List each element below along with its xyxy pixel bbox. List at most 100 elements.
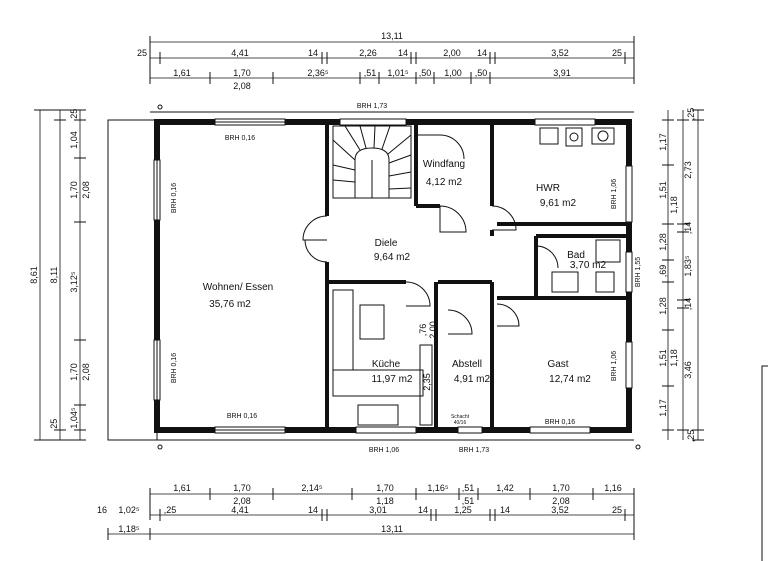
brh-label: BRH 0,16 [545,419,575,426]
adjacent-sheet-edge [761,365,768,561]
window [355,426,417,434]
dim-right-inner: 1,18 [669,349,679,367]
window [625,251,633,293]
dim-bot3: 1,25 [454,505,472,515]
dim-right-outer: ,25 [686,430,696,443]
doors [302,134,559,335]
dim-door: ,76 [418,324,428,337]
dim-top3: 1,01⁵ [387,68,409,78]
dim-left-inner: 1,70 [69,363,79,381]
dim-bot1: 1,42 [496,483,514,493]
room-area: 11,97 m2 [372,374,413,385]
dim-bot1: 1,16⁵ [427,483,449,493]
brh-label: BRH 1,73 [357,103,387,110]
dim-bot1: 1,70 [376,483,394,493]
dim-top3: ,50 [475,68,488,78]
right-dimensions: 1,17 1,51 1,18 1,28 ,69 1,28 1,51 1,18 1… [658,108,704,443]
brh-label: BRH 1,06 [611,351,618,381]
cabinet [419,344,433,426]
dim-left-inner: 2,08 [81,181,91,199]
fixtures [332,127,621,426]
marker-icon [157,104,163,110]
staircase [332,125,412,199]
dim-bot3: 25 [612,505,622,515]
kitchen-island [359,304,385,340]
sink-icon [539,127,559,145]
dim-right-inner: ,69 [658,265,668,278]
dim-bot3: 3,01 [369,505,387,515]
dim-top-total: 13,11 [381,31,403,41]
schacht-label: Schacht [451,414,470,420]
dim-right-mid: 2,73 [683,161,693,179]
dim-left-inner: ,25 [69,109,79,122]
door-swing [405,281,431,307]
window [625,165,633,223]
room-labels: Wohnen/ Essen 35,76 m2 Diele 9,64 m2 Win… [203,159,607,385]
room-area: 35,76 m2 [209,299,251,310]
brh-label: BRH 1,73 [459,447,489,454]
dim-right-inner: 1,51 [658,349,668,367]
dim-bot3: 1,02⁵ [118,505,140,515]
dim-top3: 1,70 [233,68,251,78]
dim-right-mid: ,14 [683,298,693,311]
dim-right-inner: 1,18 [669,196,679,214]
dim-right-mid: ,14 [683,222,693,235]
dim-right-inner: 1,51 [658,181,668,199]
windows [153,118,633,434]
window [339,118,407,126]
room-area: 12,74 m2 [549,374,591,385]
kitchen-counter [332,369,424,397]
marker-icon [157,444,163,450]
brh-label: BRH 1,06 [611,179,618,209]
dim-bot4: 13,11 [381,524,403,534]
room-name: Gast [547,359,568,370]
dim-bot2: 1,18 [376,496,394,506]
terrace-outline [107,119,158,441]
marker-icon [635,444,641,450]
dim-left-inner: 1,70 [69,181,79,199]
dim-left-outer: 8,61 [29,266,39,284]
brh-label: BRH 0,16 [171,353,178,383]
window [529,426,591,434]
dim-bot1: 1,61 [173,483,191,493]
dim-left-inner: 3,12⁵ [69,271,79,293]
door-swing [491,205,517,231]
dim-bot3: 14 [418,505,428,515]
dim-right-inner: 1,28 [658,297,668,315]
dim-top2: 25 [137,48,147,58]
dim-bot2: 2,08 [552,496,570,506]
dim-top2: 14 [308,48,318,58]
dim-bot1: 1,16 [604,483,622,493]
brh-labels: BRH 1,73 BRH 0,16 BRH 0,16 BRH 0,16 BRH … [171,103,642,454]
room-name: Bad [567,250,585,261]
dim-top3: ,51 [364,68,377,78]
dim-top2: 25 [612,48,622,58]
room-name: Windfang [423,159,465,170]
brh-label: BRH 0,16 [227,413,257,420]
dim-left-inner: 1,04 [69,131,79,149]
dim-bot3: 14 [308,505,318,515]
room-area: 4,91 m2 [454,374,491,385]
dim-top2: 14 [477,48,487,58]
dim-top2: 14 [398,48,408,58]
brh-label: BRH 1,55 [635,257,642,287]
dim-right-inner: 1,28 [658,233,668,251]
kitchen-counter [332,289,354,371]
dim-bot3: 14 [500,505,510,515]
dim-right-inner: 1,17 [658,133,668,151]
room-name: Küche [372,359,401,370]
room-name: Diele [375,238,398,249]
dim-top3: 2,36⁵ [307,68,329,78]
left-dimensions: 8,61 8,11 ,25 1,04 1,70 2,08 3,12⁵ 1,70 … [29,109,91,441]
room-name: HWR [536,183,560,194]
door-swing [304,239,328,263]
schacht-size: 40/16 [454,420,467,426]
walls [107,111,634,441]
dim-bot3: 4,41 [231,505,249,515]
door-swing [535,245,559,269]
room-name: Abstell [452,359,482,370]
dim-right-mid: 1,83⁵ [683,255,693,277]
shower-icon [595,239,621,263]
room-area: 4,12 m2 [426,177,463,188]
